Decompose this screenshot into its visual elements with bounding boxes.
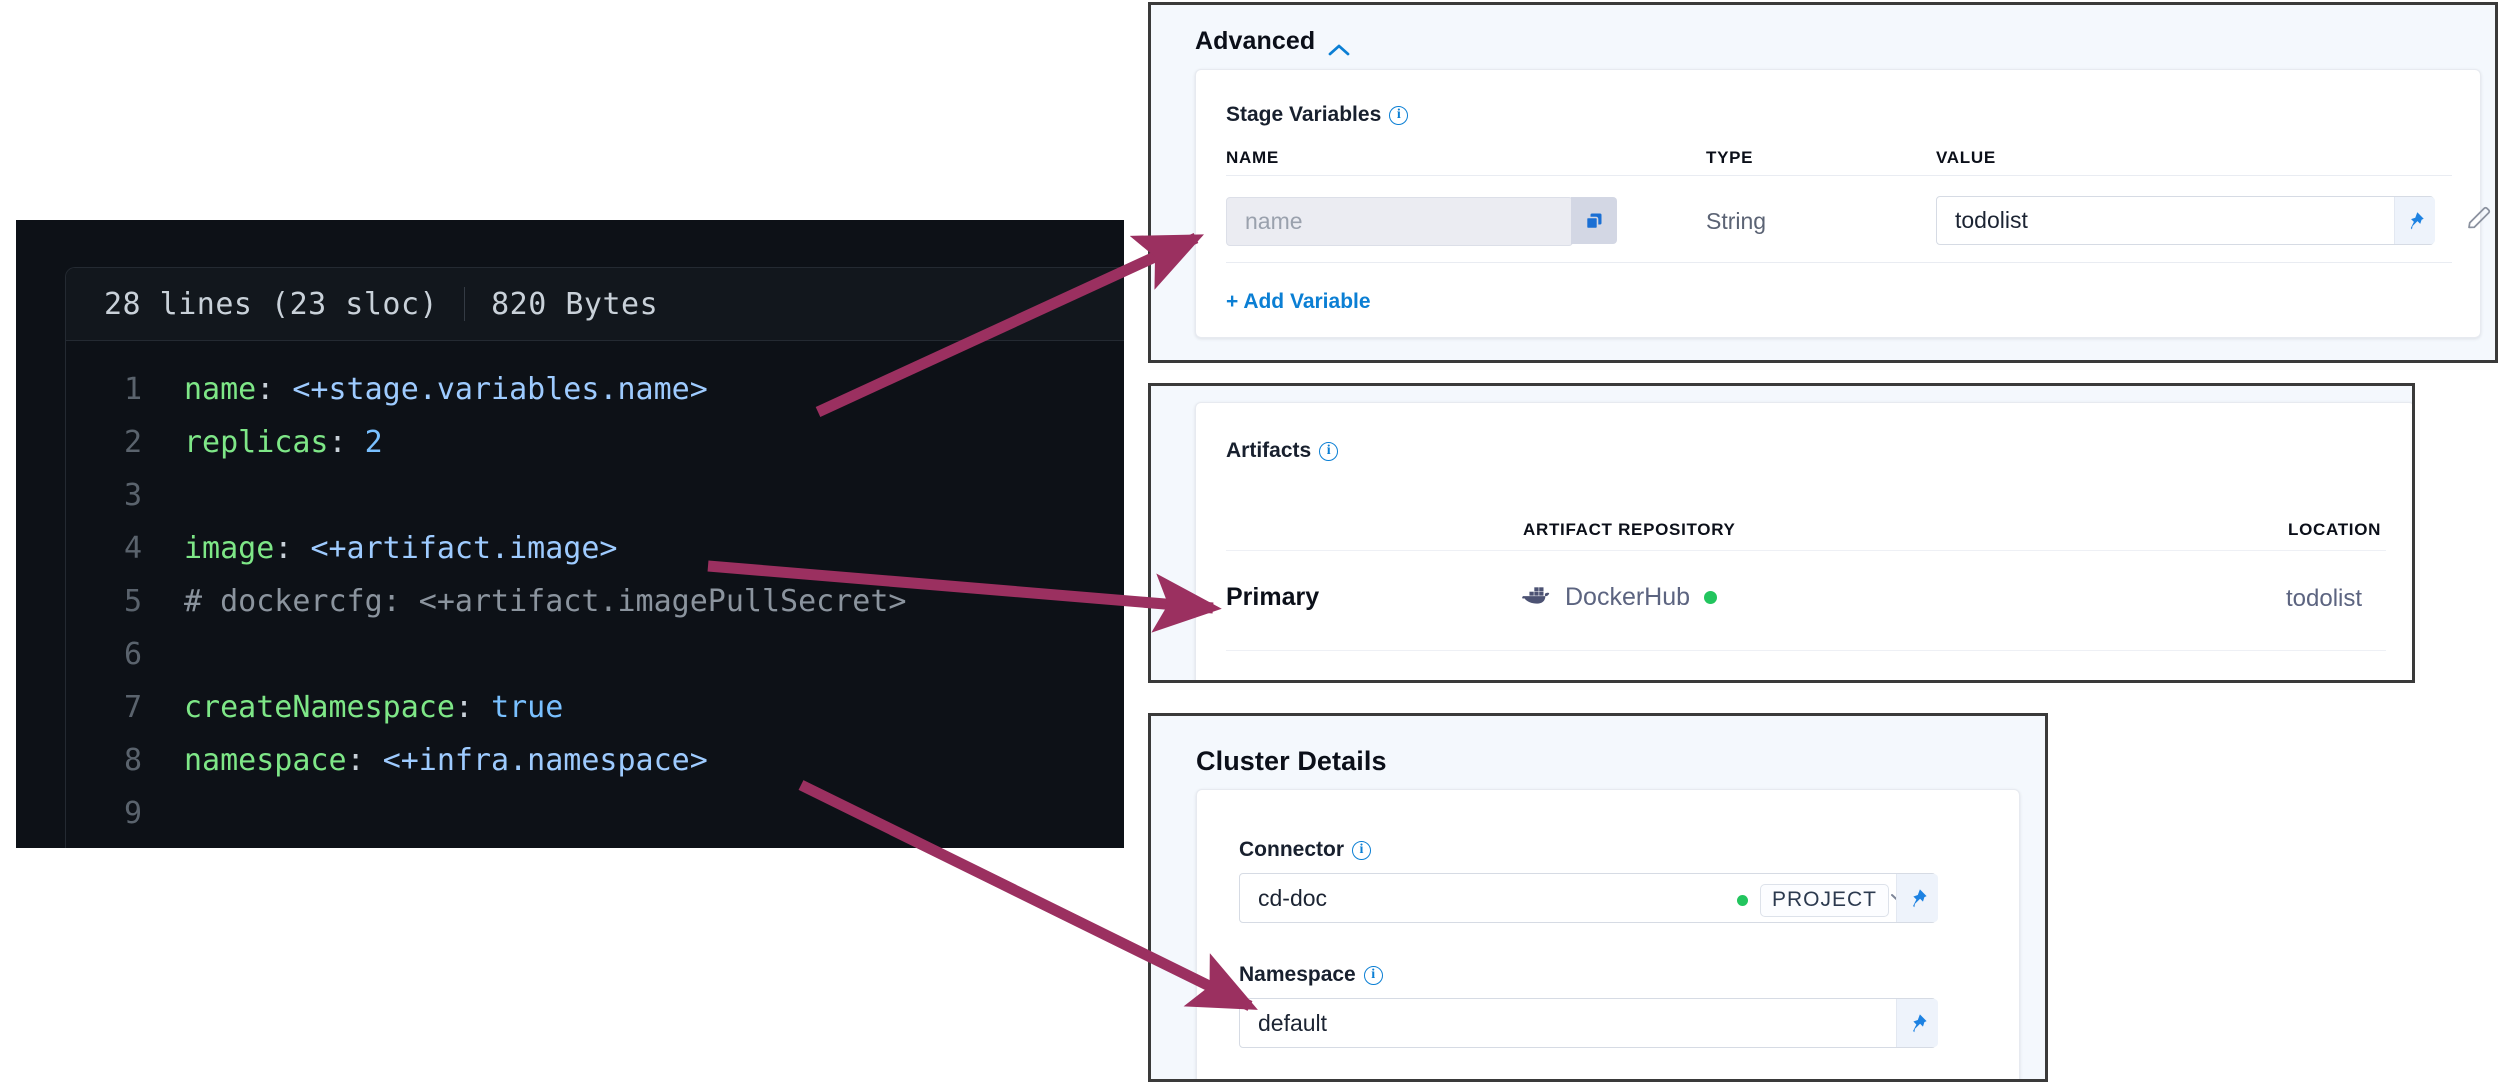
advanced-section-card: Advanced Stage Variables i NAME TYPE VAL… <box>1148 2 2498 363</box>
code-line: 1 name: <+stage.variables.name> <box>66 363 1124 416</box>
namespace-input[interactable]: default <box>1239 998 1936 1048</box>
artifacts-section-card: Artifacts i ARTIFACT REPOSITORY LOCATION… <box>1148 383 2415 683</box>
code-line-content: # dockercfg: <+artifact.imagePullSecret> <box>184 584 907 619</box>
meta-divider <box>464 287 466 321</box>
code-line: 9 <box>66 787 1124 840</box>
table-divider <box>1226 550 2386 551</box>
code-line: 4 image: <+artifact.image> <box>66 522 1124 575</box>
code-line-number: 5 <box>123 584 142 619</box>
code-line-number: 7 <box>123 690 142 725</box>
cluster-details-card: Cluster Details Connector i cd-doc PROJE… <box>1148 713 2048 1082</box>
code-line-content: namespace: <+infra.namespace> <box>184 743 708 778</box>
artifact-kind-label: Primary <box>1226 583 1320 611</box>
docker-icon <box>1521 583 1551 612</box>
cluster-details-panel: Connector i cd-doc PROJECT Namespace i d… <box>1196 789 2020 1079</box>
code-line-number: 9 <box>123 796 142 831</box>
variable-type-value: String <box>1706 208 1767 234</box>
scope-badge: PROJECT <box>1760 884 1890 917</box>
connector-value: cd-doc <box>1258 884 1328 911</box>
info-icon[interactable]: i <box>1389 105 1409 125</box>
code-line: 2 replicas: 2 <box>66 416 1124 469</box>
info-icon[interactable]: i <box>1352 840 1371 860</box>
artifacts-panel: Artifacts i ARTIFACT REPOSITORY LOCATION… <box>1195 402 2412 680</box>
stage-variables-label: Stage Variables i <box>1226 103 1409 127</box>
code-line-content: replicas: 2 <box>184 425 383 460</box>
table-divider <box>1226 175 2452 176</box>
column-header-type: TYPE <box>1706 148 1754 167</box>
code-line: 7 createNamespace: true <box>66 681 1124 734</box>
artifact-repository-cell[interactable]: DockerHub <box>1521 583 1718 612</box>
code-line-content: image: <+artifact.image> <box>184 531 618 566</box>
code-line-count: 28 lines (23 sloc) <box>104 286 439 322</box>
code-line-list: 1 name: <+stage.variables.name> 2 replicas:… <box>66 341 1124 840</box>
code-line-number: 1 <box>123 372 142 407</box>
code-line: 6 <box>66 628 1124 681</box>
edit-pencil-icon[interactable] <box>2464 203 2494 238</box>
column-header-name: NAME <box>1226 148 1279 167</box>
artifacts-label: Artifacts i <box>1226 439 1339 463</box>
code-line-number: 6 <box>123 637 142 672</box>
column-header-value: VALUE <box>1936 148 1996 167</box>
artifact-location-value: todolist <box>2286 585 2363 612</box>
info-icon[interactable]: i <box>1363 965 1383 985</box>
status-dot-icon <box>1737 895 1748 906</box>
pin-icon[interactable] <box>1896 874 1938 922</box>
connector-scope-group: PROJECT <box>1737 884 1890 917</box>
code-meta-bar: 28 lines (23 sloc) 820 Bytes <box>66 268 1124 341</box>
artifact-repository-name: DockerHub <box>1565 583 1691 611</box>
table-divider <box>1226 262 2452 263</box>
code-line: 3 <box>66 469 1124 522</box>
variable-value-text: todolist <box>1955 207 2028 233</box>
code-viewer-panel: 28 lines (23 sloc) 820 Bytes 1 name: <+st… <box>16 220 1124 848</box>
pin-icon[interactable] <box>1896 999 1938 1047</box>
variable-value-input[interactable]: todolist <box>1936 196 2434 245</box>
table-divider <box>1226 650 2386 651</box>
advanced-header[interactable]: Advanced <box>1195 27 1350 56</box>
column-header-location: LOCATION <box>2288 520 2382 539</box>
cluster-details-title: Cluster Details <box>1196 746 1387 776</box>
stage-variables-panel: Stage Variables i NAME TYPE VALUE name S… <box>1195 69 2491 338</box>
pin-icon[interactable] <box>2394 197 2435 244</box>
connector-label: Connector i <box>1239 838 1371 862</box>
variable-name-placeholder: name <box>1245 208 1303 234</box>
code-line-number: 4 <box>123 531 142 566</box>
info-icon[interactable]: i <box>1319 441 1339 461</box>
advanced-title: Advanced <box>1195 27 1316 55</box>
namespace-label: Namespace i <box>1239 963 1383 987</box>
code-line-number: 8 <box>123 743 142 778</box>
namespace-value: default <box>1258 1009 1328 1036</box>
code-line-number: 3 <box>123 478 142 513</box>
status-dot-icon <box>1704 591 1718 604</box>
column-header-artifact-repository: ARTIFACT REPOSITORY <box>1523 520 1736 539</box>
code-line: 5 # dockercfg: <+artifact.imagePullSecret… <box>66 575 1124 628</box>
copy-icon[interactable] <box>1571 197 1617 244</box>
add-variable-button[interactable]: + Add Variable <box>1226 290 1371 313</box>
code-line-content: name: <+stage.variables.name> <box>184 372 708 407</box>
variable-name-input[interactable]: name <box>1226 197 1573 246</box>
code-viewer-inner: 28 lines (23 sloc) 820 Bytes 1 name: <+st… <box>65 267 1124 848</box>
code-line: 8 namespace: <+infra.namespace> <box>66 734 1124 787</box>
code-line-content: createNamespace: true <box>184 690 564 725</box>
code-file-size: 820 Bytes <box>491 286 659 322</box>
code-line-number: 2 <box>123 425 142 460</box>
